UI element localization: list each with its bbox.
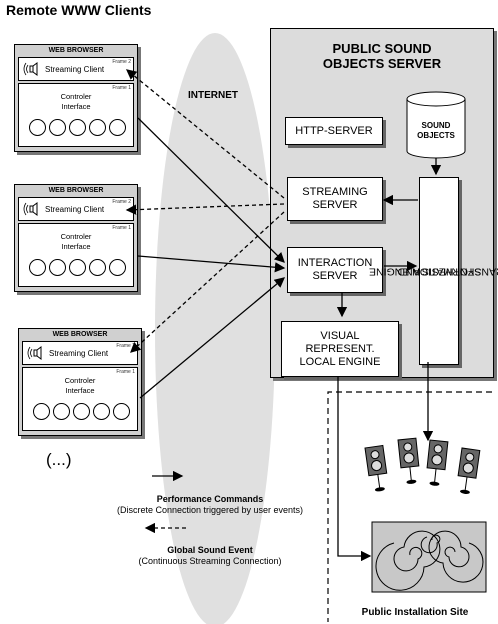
command-arrow-3	[139, 277, 285, 399]
speaker-icon	[397, 437, 420, 484]
installation-site-boundary	[327, 391, 492, 622]
legend-performance-desc: (Discrete Connection triggered by user e…	[116, 505, 304, 515]
web-browser-1: WEB BROWSER Frame 2 Streaming Client Fra…	[14, 44, 138, 152]
knob-icon[interactable]	[49, 119, 66, 136]
web-browser-3: WEB BROWSER Frame 2 Streaming Client Fra…	[18, 328, 142, 436]
knob-icon[interactable]	[53, 403, 70, 420]
frame-label: Frame 2	[116, 343, 135, 349]
visual-to-display-arrow	[337, 376, 372, 562]
speaker-icon	[426, 439, 449, 486]
visual-display-icon	[371, 521, 487, 593]
knob-row	[29, 259, 126, 276]
frame-label: Frame 1	[116, 369, 135, 375]
legend-performance-title: Performance Commands	[156, 494, 264, 504]
knob-icon[interactable]	[93, 403, 110, 420]
knob-row	[33, 403, 130, 420]
knob-icon[interactable]	[73, 403, 90, 420]
stream-arrow-2	[125, 203, 285, 215]
knob-icon[interactable]	[89, 259, 106, 276]
speaker-icon	[23, 62, 38, 76]
speaker-icon	[23, 202, 38, 216]
installation-site-label: Public Installation Site	[361, 607, 469, 618]
legend-performance: Performance Commands (Discrete Connectio…	[80, 494, 340, 516]
streaming-frame: Frame 2 Streaming Client	[22, 341, 138, 365]
knob-icon[interactable]	[113, 403, 130, 420]
streaming-frame: Frame 2 Streaming Client	[18, 197, 134, 221]
browser-header: WEB BROWSER	[48, 187, 104, 194]
speaker-icon	[457, 447, 481, 494]
knob-icon[interactable]	[89, 119, 106, 136]
streaming-client-label: Streaming Client	[49, 349, 109, 358]
knob-icon[interactable]	[29, 259, 46, 276]
web-browser-2: WEB BROWSER Frame 2 Streaming Client Fra…	[14, 184, 138, 292]
frame-label: Frame 1	[112, 85, 131, 91]
frame-label: Frame 1	[112, 225, 131, 231]
more-clients-ellipsis: (...)	[46, 450, 72, 469]
knob-icon[interactable]	[69, 119, 86, 136]
speaker-icon	[27, 346, 42, 360]
knob-row	[29, 119, 126, 136]
frame-label: Frame 2	[112, 199, 131, 205]
browser-header: WEB BROWSER	[52, 331, 108, 338]
legend-global-desc: (Continuous Streaming Connection)	[138, 556, 282, 566]
legend-global-title: Global Sound Event	[167, 545, 253, 555]
streaming-client-label: Streaming Client	[45, 65, 105, 74]
http-server-box: HTTP-SERVER	[285, 117, 383, 145]
frame-label: Frame 2	[112, 59, 131, 65]
command-arrow-2	[137, 255, 286, 273]
diagram-title: Remote WWW Clients	[6, 2, 152, 18]
legend-global-sound: Global Sound Event (Continuous Streaming…	[80, 545, 340, 567]
streaming-client-label: Streaming Client	[45, 205, 105, 214]
knob-icon[interactable]	[109, 259, 126, 276]
browser-header: WEB BROWSER	[48, 47, 104, 54]
knob-icon[interactable]	[109, 119, 126, 136]
streaming-frame: Frame 2 Streaming Client	[18, 57, 134, 81]
knob-icon[interactable]	[69, 259, 86, 276]
speaker-icon	[364, 444, 388, 492]
knob-icon[interactable]	[49, 259, 66, 276]
knob-icon[interactable]	[29, 119, 46, 136]
sound-objects-database-icon	[406, 91, 466, 159]
command-arrow-1	[137, 117, 285, 263]
knob-icon[interactable]	[33, 403, 50, 420]
internet-label: INTERNET	[188, 90, 238, 101]
stream-arrow-1	[125, 69, 285, 199]
